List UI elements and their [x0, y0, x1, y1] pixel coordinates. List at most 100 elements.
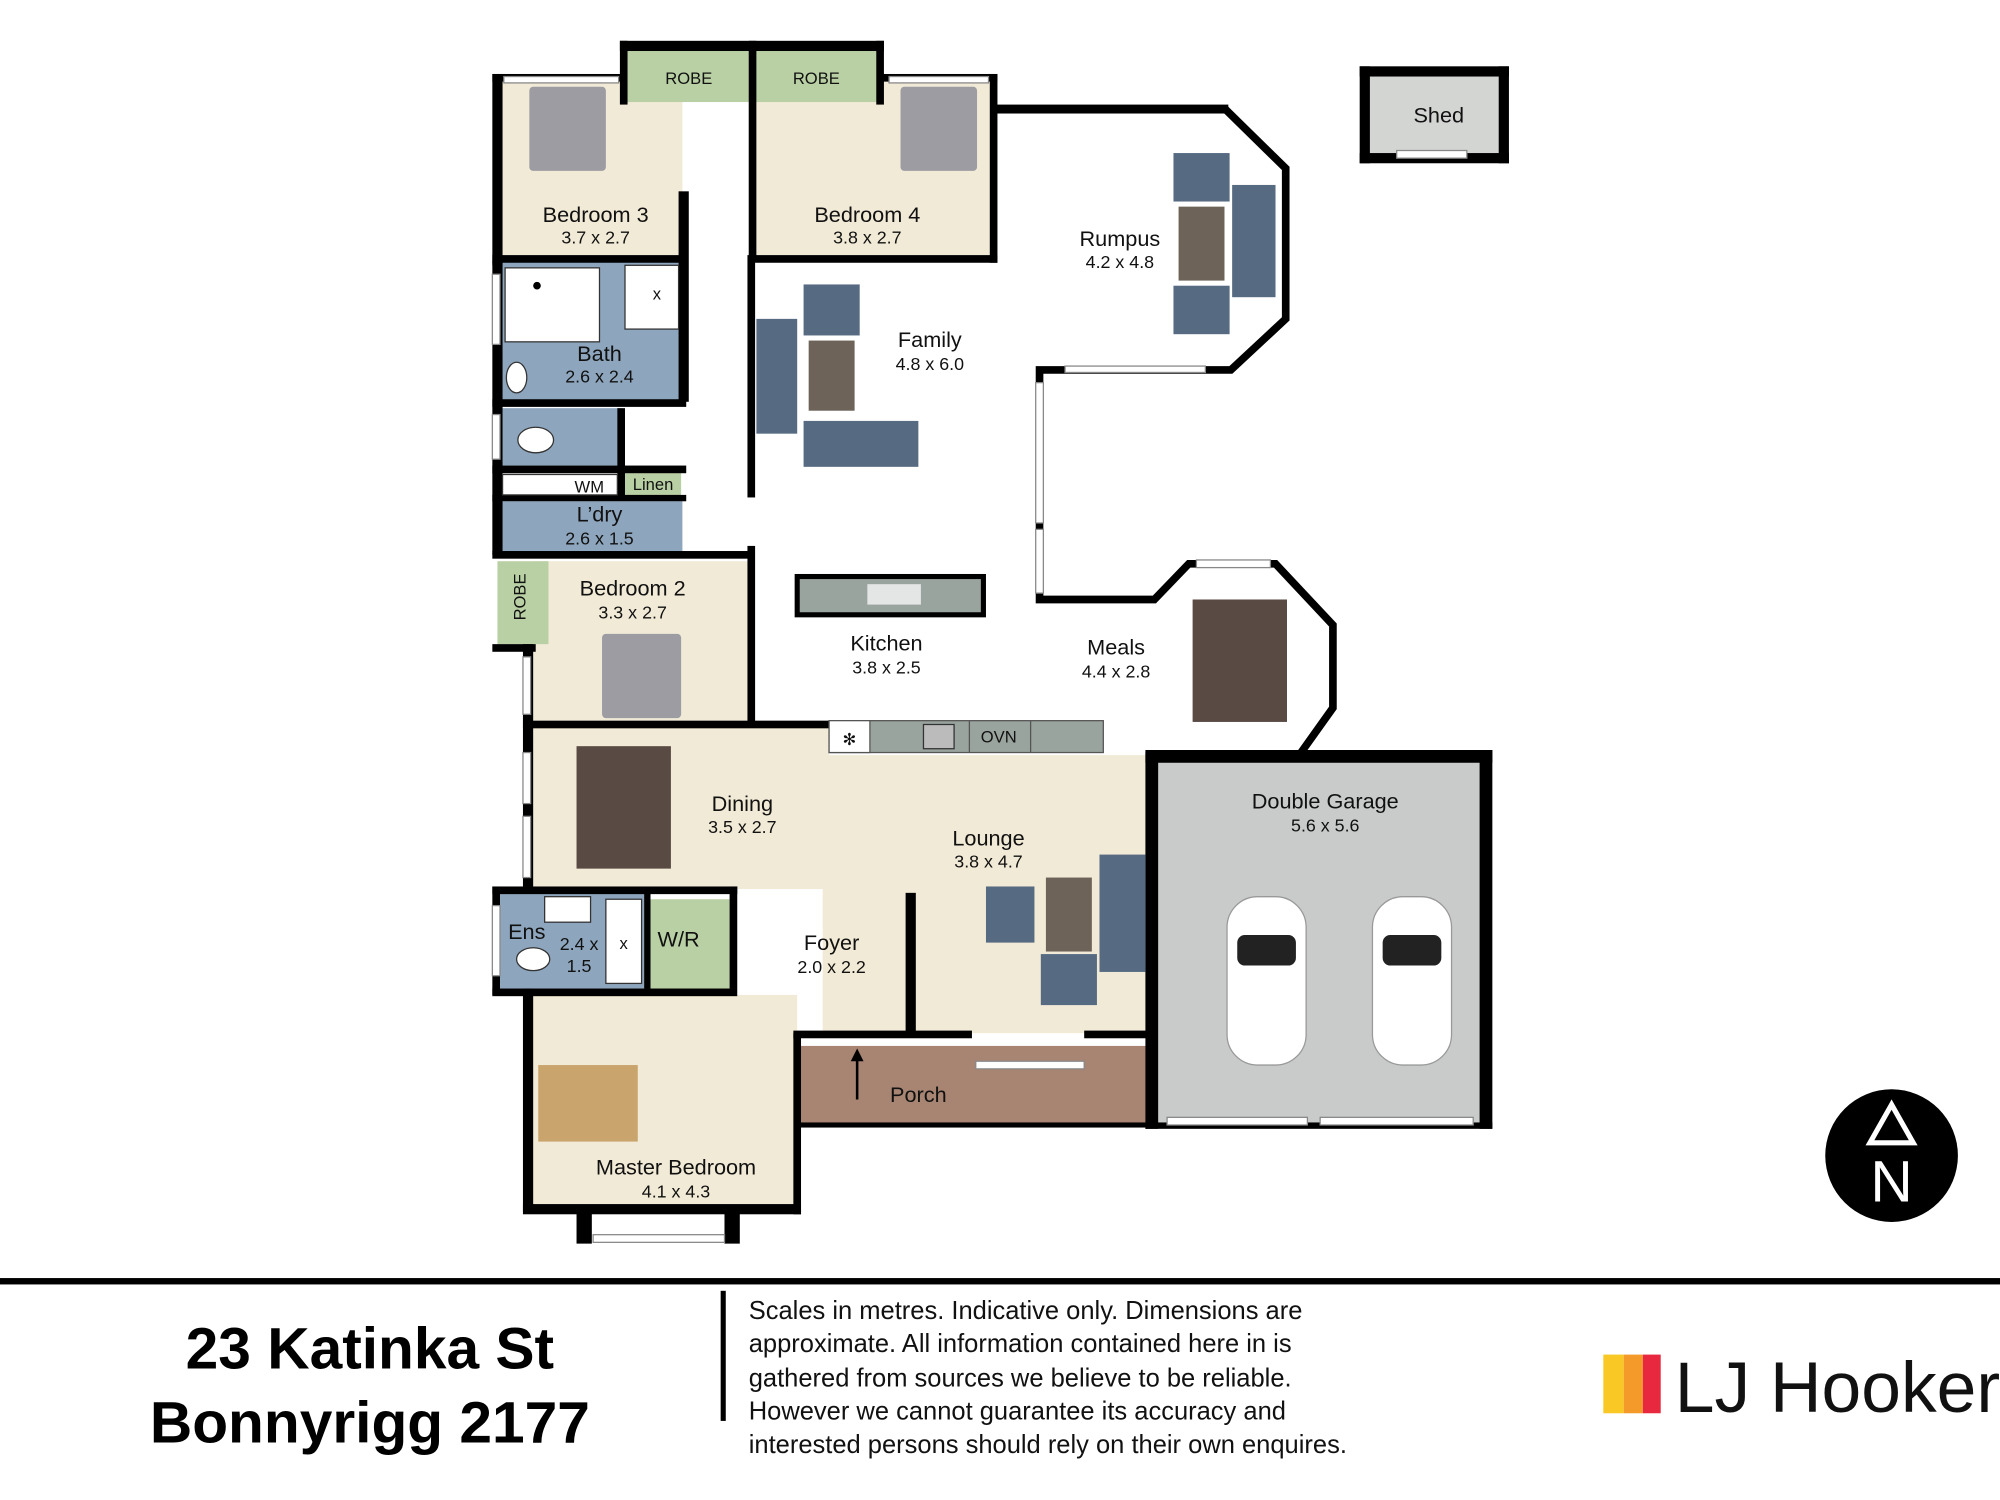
armchair-icon [985, 886, 1035, 943]
shower [504, 267, 601, 343]
robe1-area [627, 51, 750, 103]
dining-table-icon [1192, 599, 1287, 722]
sofa-icon [1099, 854, 1146, 972]
lounge-floor [822, 755, 1148, 1034]
bath-label: Bath [577, 341, 622, 366]
ens-shower-x-mark: x [620, 934, 629, 953]
meals-label: Meals [1087, 634, 1145, 659]
fridge [828, 720, 871, 754]
robe-label: ROBE [665, 69, 712, 88]
rumpus-label: Rumpus [1080, 226, 1161, 251]
fan-icon: ✻ [843, 730, 857, 749]
robe-label: ROBE [793, 69, 840, 88]
armchair-icon [803, 284, 860, 336]
rug-icon [1045, 877, 1092, 952]
bedroom2-dim: 3.3 x 2.7 [598, 603, 667, 623]
shed-floor [1364, 70, 1506, 160]
room-labels: ROBE ROBE ROBE Bedroom 3 3.7 x 2.7 Bedro… [508, 69, 1464, 1202]
master-dim: 4.1 x 4.3 [642, 1182, 711, 1202]
toilet-icon [517, 426, 555, 454]
robe-label: ROBE [511, 573, 530, 620]
disclaimer-line: Scales in metres. Indicative only. Dimen… [749, 1297, 1303, 1325]
bedroom4-label: Bedroom 4 [814, 202, 920, 227]
rug-icon [1178, 206, 1225, 281]
bedroom3-dim: 3.7 x 2.7 [561, 228, 630, 248]
lounge-label: Lounge [952, 826, 1024, 851]
disclaimer-line: However we cannot guarantee its accuracy… [749, 1398, 1286, 1426]
rumpus-meals-outline [1035, 105, 1337, 755]
dining-dim: 3.5 x 2.7 [708, 817, 777, 837]
brand-name: LJ Hooker [1675, 1348, 2000, 1428]
car-icon [1226, 896, 1307, 1066]
hall-floor [688, 197, 750, 555]
bedroom2-label: Bedroom 2 [580, 576, 686, 601]
sofa-icon [756, 318, 798, 434]
shower-x-mark: x [653, 285, 662, 304]
oven-label: OVN [981, 727, 1017, 746]
bath-dim: 2.6 x 2.4 [565, 367, 634, 387]
windows [491, 75, 1474, 1243]
disclaimer: Scales in metres. Indicative only. Dimen… [749, 1297, 1347, 1459]
rumpus-dim: 4.2 x 4.8 [1086, 252, 1155, 272]
footer-vertical-divider [720, 1290, 726, 1421]
dining-table-icon [576, 746, 671, 869]
laundry-floor [500, 501, 683, 553]
sofa-icon [803, 420, 919, 467]
ens-toilet-icon [515, 947, 551, 972]
shed-label: Shed [1413, 102, 1464, 127]
wm-bench [501, 473, 618, 496]
kitchen-dim: 3.8 x 2.5 [852, 657, 921, 677]
kitchen-label: Kitchen [850, 631, 922, 656]
ens-vanity [544, 896, 592, 923]
dining-label: Dining [712, 791, 773, 816]
bedroom4-dim: 3.8 x 2.7 [833, 228, 902, 248]
armchair-icon [1173, 153, 1230, 202]
linen-label: Linen [633, 475, 674, 494]
ens-shower [605, 898, 643, 985]
ensuite-dim: 1.5 [567, 956, 592, 976]
car-icon [1371, 896, 1453, 1066]
lounge-dim: 3.8 x 4.7 [954, 851, 1023, 871]
walkin-area [650, 899, 730, 989]
garage-label: Double Garage [1252, 789, 1399, 814]
car-windshield [1237, 934, 1296, 966]
ensuite-dim: 2.4 x [560, 934, 599, 954]
master-label: Master Bedroom [596, 1155, 756, 1180]
bed-icon [900, 86, 978, 171]
address-line2: Bonnyrigg 2177 [150, 1391, 590, 1456]
family-label: Family [898, 327, 962, 352]
footer-divider [0, 1278, 2000, 1285]
family-dim: 4.8 x 6.0 [896, 354, 965, 374]
armchair-icon [1040, 954, 1097, 1006]
lj-hooker-logo: LJ Hooker [1603, 1348, 2000, 1428]
wm-label: WM [575, 477, 604, 496]
robe3-area [497, 561, 549, 645]
ensuite-label: Ens [508, 919, 546, 944]
meals-dim: 4.4 x 2.8 [1082, 661, 1151, 681]
linen-area [623, 469, 682, 498]
walls [492, 40, 1509, 1244]
laundry-label: L’dry [577, 502, 623, 527]
north-compass-icon: N [1825, 1089, 1958, 1222]
sink-icon [867, 584, 921, 605]
bed-icon [529, 86, 606, 171]
garage-dim: 5.6 x 5.6 [1291, 816, 1360, 836]
rug-icon [808, 340, 855, 411]
disclaimer-line: approximate. All information contained h… [749, 1330, 1292, 1358]
disclaimer-line: gathered from sources we believe to be r… [749, 1364, 1292, 1392]
walkin-label: W/R [658, 926, 700, 951]
porch-label: Porch [890, 1082, 947, 1107]
armchair-icon [1173, 285, 1230, 335]
kitchen-counter [828, 720, 1104, 754]
bedroom3-label: Bedroom 3 [543, 202, 649, 227]
disclaimer-line: interested persons should rely on their … [749, 1431, 1347, 1459]
bed-icon [538, 1065, 638, 1142]
laundry-dim: 2.6 x 1.5 [565, 529, 634, 549]
compass-n-label: N [1870, 1150, 1912, 1215]
cooktop-icon [922, 723, 955, 750]
foyer-dim: 2.0 x 2.2 [797, 957, 866, 977]
bed-icon [602, 633, 682, 719]
shower-head-icon [533, 281, 541, 290]
sofa-icon [1232, 184, 1276, 298]
